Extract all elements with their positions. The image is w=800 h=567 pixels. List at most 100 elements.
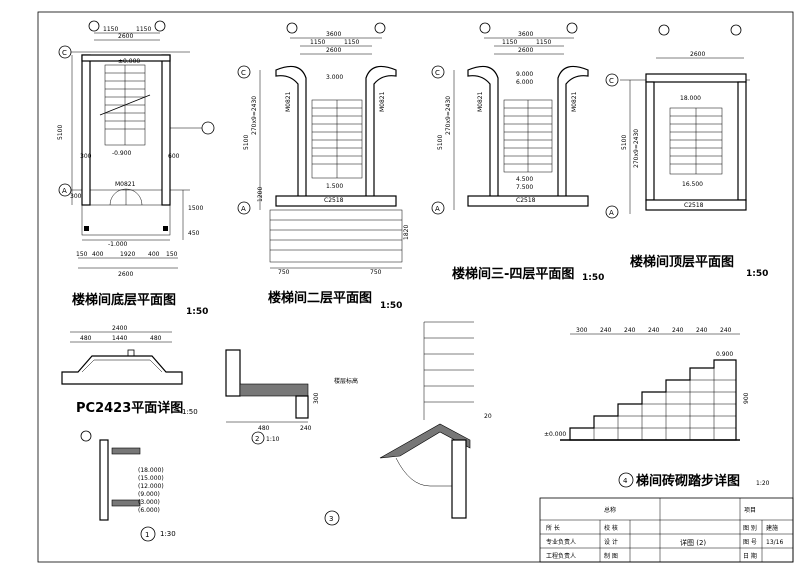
role-label: 设 计 [604,538,618,546]
plan-title: 楼梯间顶层平面图 [630,254,734,270]
dim-text: 300 [576,327,588,334]
level-text: (3.000) [138,499,160,506]
detail-4: 300 240 240 240 240 240 240 0.900 ±0.000… [544,327,770,489]
window-label: C2518 [516,197,536,204]
level-text: 3.000 [326,74,343,81]
role-label: 制 图 [604,552,618,560]
third-fourth-floor-plan: C A 3600 1150 1150 2600 9.000 6.000 4.50… [431,22,604,283]
dim-text: 240 [696,327,708,334]
dim-text: 270x9=2430 [445,96,452,135]
date-label: 日 期 [743,552,757,560]
plan-scale: 1:50 [186,307,208,317]
level-text: 7.500 [516,184,533,191]
dim-text: 1440 [112,335,127,342]
dim-text: 150 [76,251,88,258]
level-text: -1.000 [108,241,128,248]
plan-scale: 1:50 [380,301,402,311]
level-text: 16.500 [682,181,703,188]
level-text: 0.900 [716,351,733,358]
detail-scale: 1:20 [756,480,770,487]
dim-text: 300 [70,193,82,200]
level-text: (15.000) [138,475,164,482]
dim-text: 750 [278,269,290,276]
dim-text: 240 [648,327,660,334]
detail-number: 1 [145,531,149,539]
title-block-name-label: 总称 [604,506,616,514]
dim-text: 270x9=2430 [251,96,258,135]
dim-text: 600 [168,153,180,160]
level-text: -0.900 [112,150,132,157]
dim-text: 240 [720,327,732,334]
sheet-name: 详图 (2) [680,538,706,547]
dim-text: 1500 [188,205,203,212]
grid-label: A [62,187,67,195]
sheet-number-label: 图 号 [743,539,757,546]
level-text: (18.000) [138,467,164,474]
title-block: 总称 项目 详图 (2) 所 长 校 核 专业负责人 设 计 工程负责人 制 图… [539,497,794,563]
role-label: 工程负责人 [546,552,576,560]
dim-text: 480 [258,425,270,432]
level-text: 1.500 [326,183,343,190]
grid-label: C [435,69,440,77]
dim-text: 2400 [112,325,127,332]
dim-text: 1150 [136,26,151,33]
plan-title: 楼梯间底层平面图 [72,292,176,308]
dim-text: 270x9=2430 [633,129,640,168]
plan-title: 楼梯间三-四层平面图 [452,266,574,282]
detail-scale: 1:30 [160,530,176,538]
dim-text: 750 [370,269,382,276]
sheet-border [37,11,794,563]
detail-scale: 1:50 [182,408,198,416]
dim-text: 2600 [518,47,533,54]
role-label: 专业负责人 [546,538,576,546]
level-text: (12.000) [138,483,164,490]
dim-text: 1150 [310,39,325,46]
sheet-number-value: 13/16 [766,539,783,546]
level-text: ±0.000 [118,58,140,65]
window-label: C2518 [324,197,344,204]
plan-scale: 1:50 [582,273,604,283]
dim-text: 1150 [536,39,551,46]
dim-text: 400 [92,251,104,258]
dim-text: 5100 [243,135,250,150]
grid-label: C [241,69,246,77]
role-label: 校 核 [604,524,618,532]
grid-bubble [88,20,100,32]
dim-text: 3600 [326,31,341,38]
dim-text: 300 [80,153,92,160]
level-text: 9.000 [516,71,533,78]
level-text: 4.500 [516,176,533,183]
dim-text: 2600 [118,33,133,40]
door-label: M0821 [285,91,292,112]
ground-floor-plan: C A 1150 1150 2600 ±0.000 -0.900 -1.000 … [57,20,215,317]
grid-bubble [154,20,166,32]
level-text: (9.000) [138,491,160,498]
grid-label: C [609,77,614,85]
dim-text: 1150 [344,39,359,46]
level-text: (6.000) [138,507,160,514]
detail-title: PC2423平面详图 [76,400,183,416]
dim-text: 1920 [120,251,135,258]
dim-text: 1150 [502,39,517,46]
level-text: 6.000 [516,79,533,86]
dim-text: 480 [150,335,162,342]
dim-text: 150 [166,251,178,258]
level-text: ±0.000 [544,431,566,438]
dim-text: 240 [672,327,684,334]
level-text: 18.000 [680,95,701,102]
detail-number: 3 [329,515,333,523]
plan-title: 楼梯间二层平面图 [268,290,372,306]
dim-text: 5100 [621,135,628,150]
dim-text: 240 [300,425,312,432]
grid-label: A [435,205,440,213]
detail-number: 2 [255,435,259,443]
dim-text: 480 [80,335,92,342]
window-label: C2518 [684,202,704,209]
dim-text: 2600 [326,47,341,54]
top-floor-plan: C A 2600 18.000 16.500 C2518 5100 270x9=… [605,24,768,279]
dim-text: 1200 [257,187,264,202]
dim-text: 300 [313,392,320,404]
door-label: M0821 [477,91,484,112]
grid-label: C [62,49,67,57]
dim-text: 5100 [437,135,444,150]
